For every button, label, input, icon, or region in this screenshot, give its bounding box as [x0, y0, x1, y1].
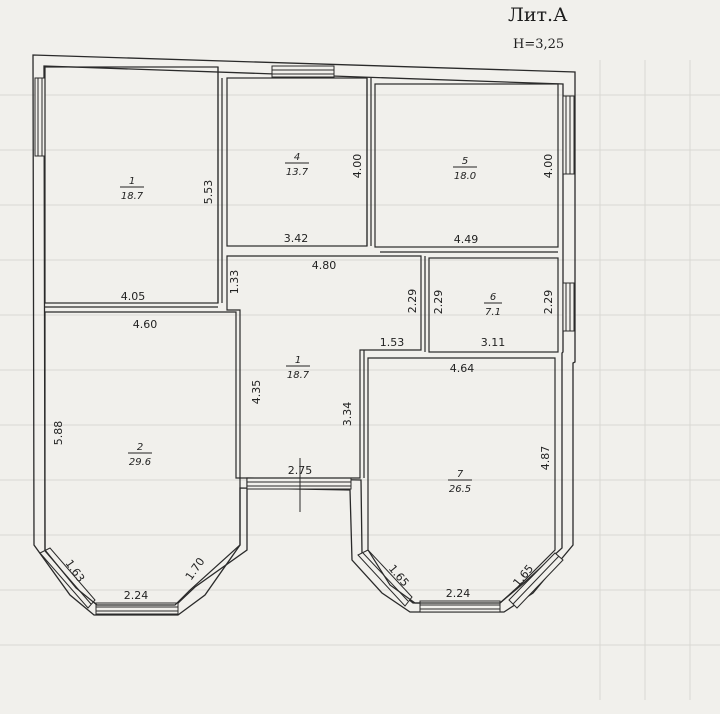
svg-text:18.7: 18.7 [121, 191, 144, 202]
room-2-label: 229.6 [128, 442, 152, 468]
svg-text:1: 1 [129, 176, 135, 187]
svg-text:18.0: 18.0 [454, 171, 476, 182]
outer-walls [32, 54, 576, 616]
window-room5-right [562, 95, 575, 175]
dim-r4-height: 4.00 [351, 154, 364, 179]
dim-r6-width: 3.11 [481, 336, 506, 349]
svg-text:29.6: 29.6 [129, 457, 151, 468]
window-room7-bay-right [508, 552, 564, 609]
room-6-outline [428, 257, 559, 353]
dim-r4-width: 3.42 [284, 232, 309, 245]
interior-walls [44, 66, 559, 606]
dim-r2-bay-bottom: 2.24 [124, 589, 149, 602]
dim-r2-height: 5.88 [52, 421, 65, 446]
room-5-label: 518.0 [453, 156, 477, 182]
dim-r1-right-upper: 2.29 [406, 289, 419, 314]
dim-r3-height: 5.53 [202, 180, 215, 205]
svg-text:18.7: 18.7 [287, 370, 310, 381]
svg-text:2: 2 [137, 442, 143, 453]
room-2-outline [44, 311, 241, 606]
svg-text:5: 5 [462, 156, 468, 167]
dim-r2-bay-right: 1.70 [183, 555, 208, 583]
room-4-label: 413.7 [285, 152, 309, 178]
room-5-outline [374, 83, 559, 248]
room-7-label: 726.5 [448, 469, 472, 495]
window-room6-right [562, 282, 575, 332]
dim-r7-bay-bottom: 2.24 [446, 587, 471, 600]
dim-r2-top: 4.60 [133, 318, 158, 331]
svg-text:1: 1 [295, 355, 301, 366]
dim-r7-height: 4.87 [539, 446, 552, 471]
room-3-label: 118.7 [120, 176, 144, 202]
dim-r1-top: 4.80 [312, 259, 337, 272]
room-1-label: 118.7 [286, 355, 310, 381]
svg-text:13.7: 13.7 [286, 167, 309, 178]
dim-r1-bottom: 2.75 [288, 464, 313, 477]
dim-r3-width: 4.05 [121, 290, 146, 303]
room-labels: 118.7 413.7 518.0 67.1 118.7 229.6 726.5 [120, 152, 502, 495]
svg-text:26.5: 26.5 [449, 484, 471, 495]
dim-r5-height: 4.00 [542, 154, 555, 179]
dim-r5-width: 4.49 [454, 233, 479, 246]
room-6-label: 67.1 [484, 292, 502, 318]
dim-r1-step: 1.53 [380, 336, 405, 349]
window-room3-left [34, 77, 46, 157]
litera-title: Лит.А [508, 4, 568, 26]
dim-r1-left-lower: 4.35 [250, 380, 263, 405]
entrance-door [246, 477, 352, 490]
room-1-outline [226, 255, 422, 479]
window-room2-bay-bottom [95, 602, 179, 615]
svg-text:7.1: 7.1 [485, 307, 501, 318]
dim-r1-left-upper: 1.33 [228, 270, 241, 295]
dim-r7-top: 4.64 [450, 362, 475, 375]
svg-text:6: 6 [490, 292, 496, 303]
ceiling-height: H=3,25 [513, 37, 565, 52]
svg-text:7: 7 [457, 469, 464, 480]
room-7-outline [367, 357, 556, 604]
dim-r6-left: 2.29 [432, 290, 445, 315]
window-room7-bay-bottom [419, 600, 501, 613]
dimension-labels: 5.53 4.05 4.00 3.42 4.00 4.49 4.80 1.33 … [52, 154, 555, 602]
svg-text:4: 4 [294, 152, 300, 163]
dim-r6-right: 2.29 [542, 290, 555, 315]
dim-r1-right-lower: 3.34 [341, 402, 354, 427]
window-room4-top [271, 65, 335, 78]
